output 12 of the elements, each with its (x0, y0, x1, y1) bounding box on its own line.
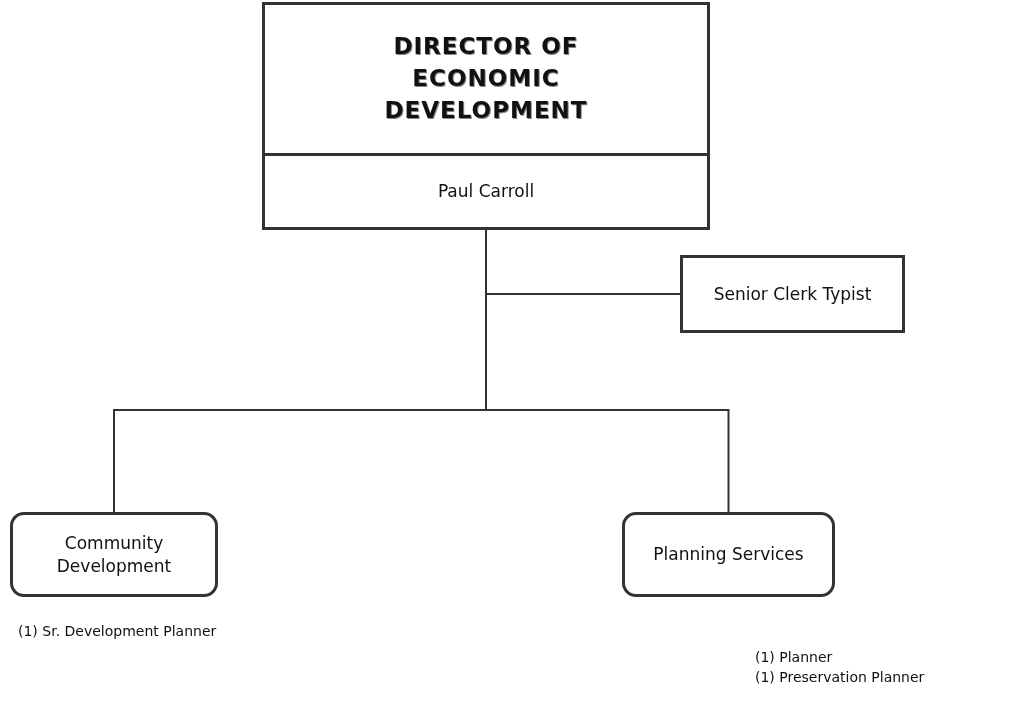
division-box (10, 512, 218, 597)
division-box (622, 512, 835, 597)
staff-note: (1) Planner (755, 648, 833, 667)
staff-note: (1) Preservation Planner (755, 668, 925, 687)
director-box (262, 2, 710, 230)
person-name: Paul Carroll (437, 180, 535, 203)
node-label: Planning Services (653, 543, 804, 566)
node-label: Senior Clerk Typist (713, 282, 872, 306)
title-text: DIRECTOR OF ECONOMIC DEVELOPMENT (383, 32, 589, 125)
node-label: Community Development (55, 531, 173, 578)
staff-note: (1) Sr. Development Planner (18, 622, 217, 641)
position-box (680, 255, 905, 333)
